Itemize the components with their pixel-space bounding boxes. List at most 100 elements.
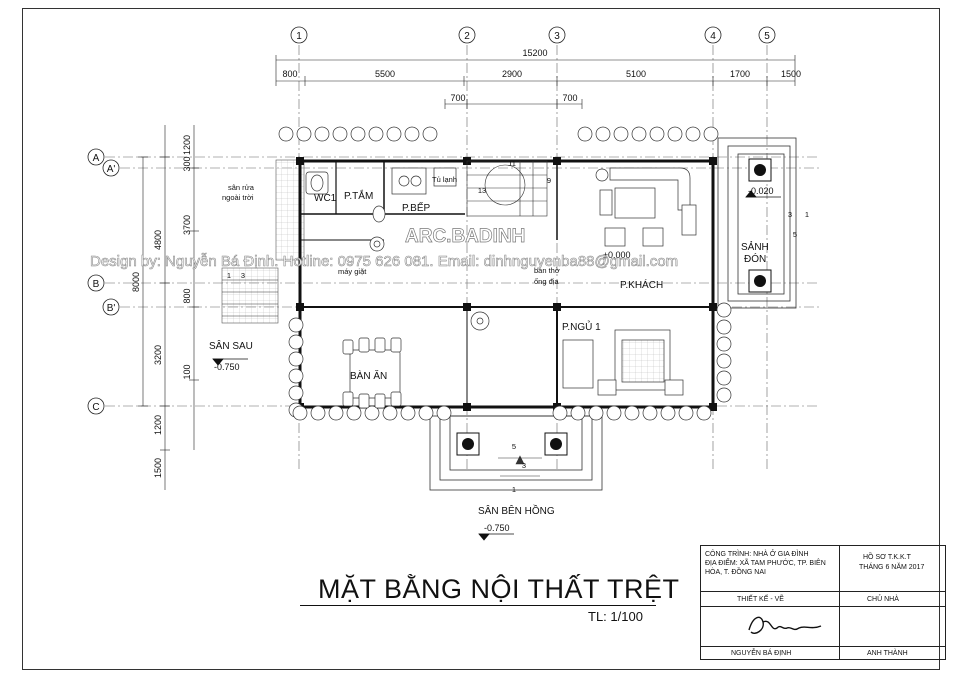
shrub	[332, 126, 348, 142]
note-altar-b: ống địa	[534, 277, 559, 286]
living-furniture	[595, 167, 697, 247]
shrub	[314, 126, 330, 142]
grid-bubble-4	[704, 26, 722, 44]
shrub	[624, 405, 640, 421]
grid-bubble-5	[758, 26, 776, 44]
hedge-shrubs	[278, 126, 732, 421]
stair-num-9: 1	[805, 210, 809, 219]
dim-left-6: 3200	[153, 345, 163, 365]
dim-left-1: 1200	[182, 135, 192, 155]
shrub	[288, 351, 304, 367]
room-bath: P.TẮM	[344, 189, 373, 202]
shrub	[685, 126, 701, 142]
stair-num-5: 1	[512, 485, 516, 494]
grid-label-b-prime: B'	[107, 303, 116, 314]
room-back-yard: SÂN SAU	[209, 339, 253, 352]
grid-bubble-3	[548, 26, 566, 44]
shrub	[660, 405, 676, 421]
shrub	[382, 405, 398, 421]
left-dimensions	[138, 125, 199, 490]
stair-num-4: 5	[512, 442, 516, 451]
shrub	[404, 126, 420, 142]
level-back-yard: -0.750	[214, 362, 240, 372]
room-wc: WC1	[314, 193, 337, 204]
shrub	[278, 126, 294, 142]
back-stairs	[222, 279, 278, 317]
room-dining: BÀN ĂN	[350, 369, 387, 382]
shrub	[667, 126, 683, 142]
shrub	[288, 334, 304, 350]
shrub	[716, 319, 732, 335]
shrub	[296, 126, 312, 142]
grid-bubble-2	[458, 26, 476, 44]
top-dimensions	[275, 55, 796, 109]
room-kitchen: P.BẾP	[402, 201, 430, 214]
tb-owner-label: CHỦ NHÀ	[867, 596, 899, 603]
shrub	[552, 405, 568, 421]
level-main: ±0.000	[603, 250, 630, 260]
shrub	[716, 336, 732, 352]
dim-top-2: 5500	[375, 69, 395, 79]
bath-toilet	[372, 205, 386, 223]
shrub	[436, 405, 452, 421]
bedroom-furniture	[562, 329, 684, 396]
dim-left-4: 4800	[153, 230, 163, 250]
level-markers	[212, 190, 781, 541]
grid-bubble-1	[290, 26, 308, 44]
grid-label-1: 1	[296, 31, 302, 42]
grid-bubbles	[87, 26, 776, 415]
dim-top-4: 5100	[626, 69, 646, 79]
note-washing-b: ngoài trời	[222, 193, 254, 202]
room-living: P.KHÁCH	[620, 278, 663, 291]
stair-num-3: 9	[547, 176, 551, 185]
stair-num-6: 3	[522, 461, 526, 470]
grid-label-2: 2	[464, 31, 470, 42]
room-lobby-b: ĐÓN	[744, 252, 766, 265]
stair-num-11: 3	[241, 271, 245, 280]
shrub	[716, 370, 732, 386]
grid-bubble-a-prime	[102, 159, 120, 177]
internal-stair	[466, 160, 548, 217]
grid-bubble-b-prime	[102, 298, 120, 316]
room-bedroom: P.NGỦ 1	[562, 320, 601, 333]
title-block: CÔNG TRÌNH: NHÀ Ở GIA ĐÌNH ĐỊA ĐIỂM: XÃ …	[700, 545, 946, 660]
tb-designer: NGUYỄN BÁ ĐỊNH	[731, 650, 792, 657]
dim-left-5: 800	[182, 288, 192, 303]
dim-left-2: 300	[182, 156, 192, 171]
shrub	[288, 368, 304, 384]
grid-bubble-b	[87, 274, 105, 292]
dim-top-6: 1500	[781, 69, 801, 79]
shrub	[716, 353, 732, 369]
drawing-title: MẶT BẰNG NỘI THẤT TRỆT	[318, 574, 680, 604]
shrub	[346, 405, 362, 421]
shrub	[364, 405, 380, 421]
dim-small-1: 700	[450, 93, 465, 103]
tb-owner: ANH THÀNH	[867, 650, 908, 657]
shrub	[716, 387, 732, 403]
drawing-scale: TL: 1/100	[588, 609, 643, 624]
shrub	[368, 126, 384, 142]
front-step-marks	[498, 455, 542, 477]
shrub	[606, 405, 622, 421]
watermark-credit: Design by: Nguyễn Bá Định. Hotline: 0975…	[90, 253, 678, 270]
stair-num-8: 5	[793, 230, 797, 239]
shrub	[422, 126, 438, 142]
stair-num-10: 1	[227, 271, 231, 280]
dim-top-3: 2900	[502, 69, 522, 79]
level-lobby: -0.020	[748, 186, 774, 196]
tb-project-3: HÒA, T. ĐỒNG NAI	[705, 569, 766, 576]
grid-label-c: C	[92, 402, 99, 413]
shrub	[328, 405, 344, 421]
tb-date: THÁNG 6 NĂM 2017	[859, 564, 925, 571]
grid-label-5: 5	[764, 31, 770, 42]
grid-bubble-a	[87, 148, 105, 166]
fridge	[433, 167, 457, 187]
dim-left-7: 1200	[153, 415, 163, 435]
dim-left-8: 1500	[153, 458, 163, 478]
shrub	[703, 126, 719, 142]
dim-overall: 15200	[522, 48, 547, 58]
tb-dossier: HỒ SƠ T.K.K.T	[863, 554, 911, 561]
shrub	[288, 317, 304, 333]
pillar-dots	[462, 164, 766, 450]
